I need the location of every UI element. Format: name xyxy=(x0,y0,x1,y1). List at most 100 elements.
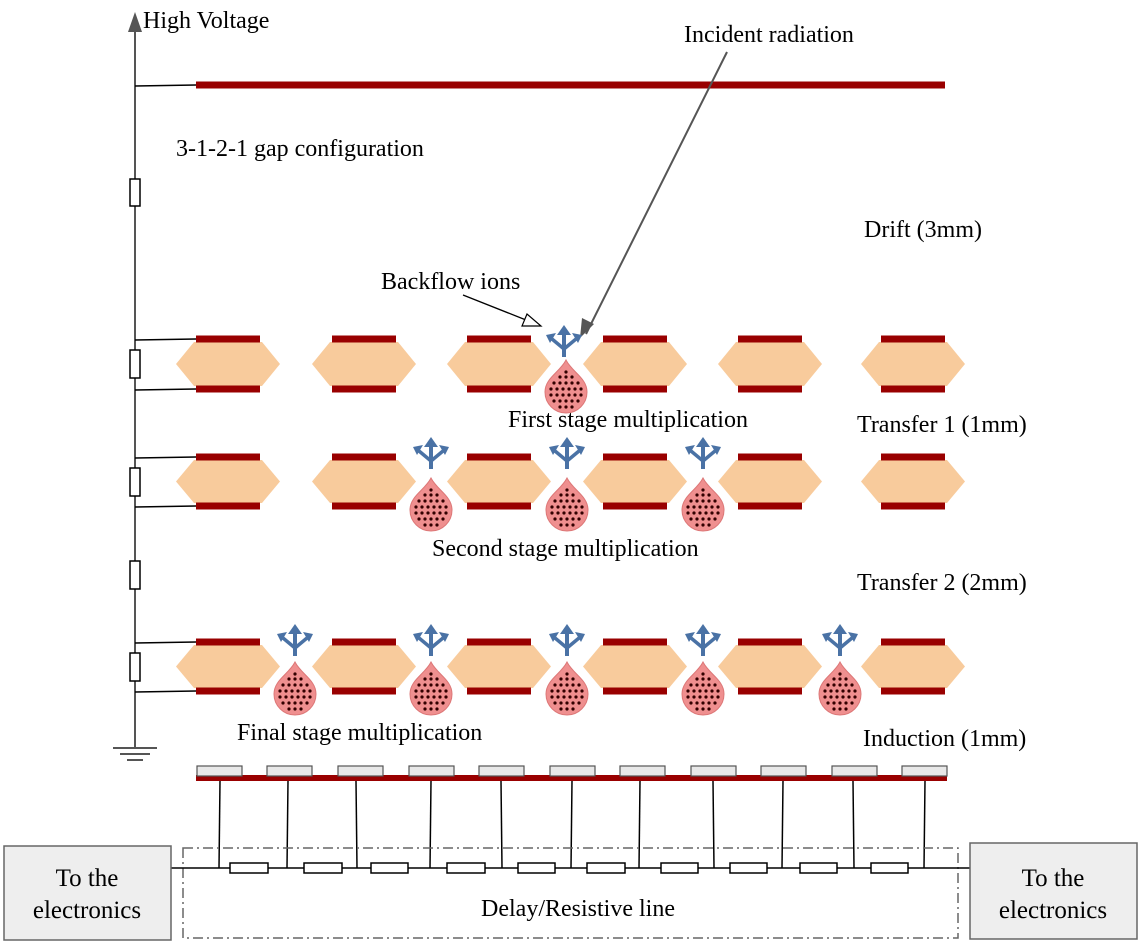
resistor-icon xyxy=(799,862,838,874)
readout-pad xyxy=(549,765,596,777)
left-electronics-line2: electronics xyxy=(33,897,141,924)
three-way-arrow-icon xyxy=(277,624,313,656)
three-way-arrow-icon xyxy=(685,624,721,656)
resistor-icon xyxy=(870,862,909,874)
three-way-arrow-icon xyxy=(549,437,585,469)
resistor-icon xyxy=(129,560,141,590)
gem-insulator xyxy=(861,645,965,688)
avalanches xyxy=(273,358,862,716)
left-electronics-box: To the electronics xyxy=(3,845,172,941)
gem-top-lead xyxy=(134,641,197,644)
incident-radiation-arrow xyxy=(585,51,728,335)
gem-insulator xyxy=(718,342,822,386)
incident-radiation-arrowhead xyxy=(580,318,594,338)
resistor-icon xyxy=(129,467,141,497)
gem-top-lead xyxy=(134,456,197,459)
readout-pad xyxy=(196,765,243,777)
incident-radiation-label: Incident radiation xyxy=(684,22,854,48)
pad-wire xyxy=(712,780,715,869)
readout-pad xyxy=(619,765,666,777)
resistor-icon xyxy=(370,862,409,874)
high-voltage-label: High Voltage xyxy=(143,8,269,34)
three-way-arrow-icon xyxy=(685,437,721,469)
gem-insulator xyxy=(861,460,965,503)
gem-bottom-lead xyxy=(134,690,197,693)
delay-line-box xyxy=(182,847,959,939)
readout-pad xyxy=(901,765,948,777)
transfer2-gap-label: Transfer 2 (2mm) xyxy=(857,570,1027,596)
gem-insulator xyxy=(312,645,416,688)
readout-pad xyxy=(337,765,384,777)
electron-cloud-icon xyxy=(545,660,589,716)
resistor-icon xyxy=(129,178,141,207)
electron-cloud-icon xyxy=(544,358,588,414)
gem-insulator xyxy=(583,342,687,386)
resistor-icon xyxy=(660,862,699,874)
ground-icon xyxy=(113,747,157,761)
pad-wire xyxy=(500,780,503,869)
electron-cloud-icon xyxy=(681,476,725,532)
three-way-arrow-icon xyxy=(413,437,449,469)
pad-wire xyxy=(923,780,926,869)
three-way-arrow-icon xyxy=(822,624,858,656)
gem-top-lead xyxy=(134,338,197,341)
electron-cloud-icon xyxy=(409,660,453,716)
resistor-icon xyxy=(129,349,141,379)
gem-bottom-lead xyxy=(134,505,197,508)
gem-insulator xyxy=(312,342,416,386)
readout-pads xyxy=(196,765,948,869)
resistor-icon xyxy=(517,862,556,874)
right-electronics-box: To the electronics xyxy=(969,842,1138,940)
gem-insulator xyxy=(861,342,965,386)
resistor-icon xyxy=(229,862,269,874)
delay-line-resistors xyxy=(229,862,909,874)
gem-insulator xyxy=(447,342,551,386)
left-electronics-line1: To the xyxy=(56,865,119,892)
electron-cloud-icon xyxy=(545,476,589,532)
transfer1-gap-label: Transfer 1 (1mm) xyxy=(857,412,1027,438)
backflow-ions-arrowhead xyxy=(521,313,543,327)
gem-insulator xyxy=(176,645,280,688)
induction-gap-label: Induction (1mm) xyxy=(863,726,1026,752)
resistor-icon xyxy=(586,862,626,874)
resistor-icon xyxy=(303,862,343,874)
gem-bottom-lead xyxy=(134,388,197,391)
pad-wire xyxy=(286,780,289,869)
readout-pad xyxy=(760,765,807,777)
cathode-lead xyxy=(134,84,197,87)
readout-pad xyxy=(266,765,313,777)
gem-insulator xyxy=(447,645,551,688)
three-way-arrow-icon xyxy=(549,624,585,656)
three-way-arrow-icon xyxy=(413,624,449,656)
resistor-icon xyxy=(129,652,141,682)
readout-pad xyxy=(408,765,455,777)
gem-insulator xyxy=(176,460,280,503)
pad-wire xyxy=(570,780,573,869)
first-stage-label: First stage multiplication xyxy=(508,407,748,433)
electron-cloud-icon xyxy=(681,660,725,716)
three-way-arrow-icon xyxy=(546,325,582,357)
drift-gap-label: Drift (3mm) xyxy=(864,217,982,243)
gem-insulator xyxy=(447,460,551,503)
gem-insulator xyxy=(312,460,416,503)
readout-pad xyxy=(690,765,737,777)
final-stage-label: Final stage multiplication xyxy=(237,720,482,746)
backflow-ions-label: Backflow ions xyxy=(381,269,520,295)
gem-foils xyxy=(134,335,965,695)
pad-wire xyxy=(355,780,358,869)
right-electronics-line1: To the xyxy=(1022,865,1085,892)
readout-pad xyxy=(831,765,878,777)
gem-insulator xyxy=(583,645,687,688)
gem-insulator xyxy=(176,342,280,386)
right-electronics-line2: electronics xyxy=(999,897,1107,924)
backflow-ion-arrows xyxy=(277,325,858,656)
high-voltage-bus xyxy=(128,12,142,748)
second-stage-label: Second stage multiplication xyxy=(432,536,699,562)
electron-cloud-icon xyxy=(409,476,453,532)
pad-wire xyxy=(781,780,784,869)
gap-configuration-label: 3-1-2-1 gap configuration xyxy=(176,136,424,162)
electron-cloud-icon xyxy=(818,660,862,716)
backflow-ions-pointer xyxy=(462,294,527,321)
pad-wire xyxy=(218,780,221,869)
